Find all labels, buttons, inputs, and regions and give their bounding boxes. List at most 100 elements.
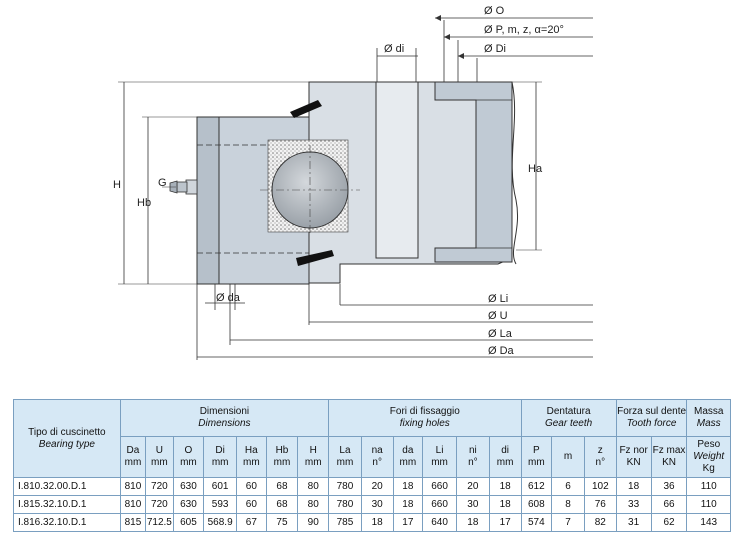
label-hb: Hb [137,197,151,209]
table-cell: 8 [551,495,585,514]
left-dimension-lines [118,81,309,285]
table-cell: 80 [297,495,330,514]
break-line [511,81,518,265]
label-g: G [158,177,167,189]
th-bearing-type: Tipo di cuscinetto Bearing type [13,399,121,478]
table-cell: 574 [520,513,553,532]
table-cell: 630 [172,477,205,496]
table-cell: 66 [650,495,688,514]
label-la: Ø La [488,328,513,340]
table-cell: 110 [686,477,731,496]
table-cell: 785 [328,513,362,532]
table-cell: 30 [455,495,490,514]
table-cell: 68 [265,477,299,496]
label-di-small: Ø di [384,43,404,55]
bottom-dimension-lines [196,284,593,360]
table-cell: 720 [145,495,174,514]
table-cell: 17 [488,513,522,532]
label-da-small: Ø da [216,292,241,304]
table-cell: 630 [172,495,205,514]
bottom-seal [296,250,334,266]
table-cell: 815 [119,513,147,532]
table-cell: 20 [455,477,490,496]
arrow-di-top [458,53,464,59]
th-sub: m [551,436,585,478]
table-cell: 660 [422,477,457,496]
label-di-top: Ø Di [484,43,506,55]
label-ha: Ha [528,163,543,175]
table-cell: 60 [236,477,267,496]
bearing-cross-section-drawing: Ø O Ø P, m, z, α=20° Ø Di Ø di [113,5,593,360]
table-cell: 90 [297,513,330,532]
table-cell: 143 [686,513,731,532]
table-cell: 80 [297,477,330,496]
label-o: Ø O [484,5,505,17]
table-cell: 102 [583,477,617,496]
label-h: H [113,179,121,191]
bearing-specs-table: Tipo di cuscinetto Bearing type Dimensio… [13,399,731,532]
label-da-big: Ø Da [488,345,515,357]
table-cell: 18 [615,477,652,496]
th-gear-teeth: Dentatura Gear teeth [520,399,617,437]
arrow-p [444,34,450,40]
table-cell: 6 [551,477,585,496]
table-cell: 18 [392,477,424,496]
table-cell: 82 [583,513,617,532]
table-cell: 660 [422,495,457,514]
table-cell: 7 [551,513,585,532]
table-cell: 18 [360,513,394,532]
label-li: Ø Li [488,293,508,305]
th-mass: Massa Mass [686,399,731,437]
th-dimensions: Dimensioni Dimensions [119,399,330,437]
label-p: Ø P, m, z, α=20° [484,24,564,36]
label-u: Ø U [488,310,508,322]
table-cell: 601 [203,477,238,496]
table-cell: 20 [360,477,394,496]
table-cell: 67 [236,513,267,532]
table-cell: 640 [422,513,457,532]
right-dimension-lines [498,81,542,251]
table-cell: 62 [650,513,688,532]
table-cell: 605 [172,513,205,532]
table-cell: 18 [392,495,424,514]
table-cell: 36 [650,477,688,496]
table-cell: 720 [145,477,174,496]
table-cell: 712.5 [145,513,174,532]
table-cell: 810 [119,477,147,496]
table-cell: 593 [203,495,238,514]
table-cell: 568.9 [203,513,238,532]
table-group-header-row: Tipo di cuscinetto Bearing type Dimensio… [13,399,731,478]
table-cell: 780 [328,495,362,514]
top-dimension-lines [376,17,593,95]
table-cell: 780 [328,477,362,496]
table-cell: 30 [360,495,394,514]
table-cell: 33 [615,495,652,514]
table-cell: 810 [119,495,147,514]
table-cell: 76 [583,495,617,514]
table-cell: 17 [392,513,424,532]
table-cell: 68 [265,495,299,514]
th-fixing-holes: Fori di fissaggio fixing holes [328,399,522,437]
table-cell: 18 [455,513,490,532]
bearing-type-cell: I.816.32.10.D.1 [13,513,121,532]
